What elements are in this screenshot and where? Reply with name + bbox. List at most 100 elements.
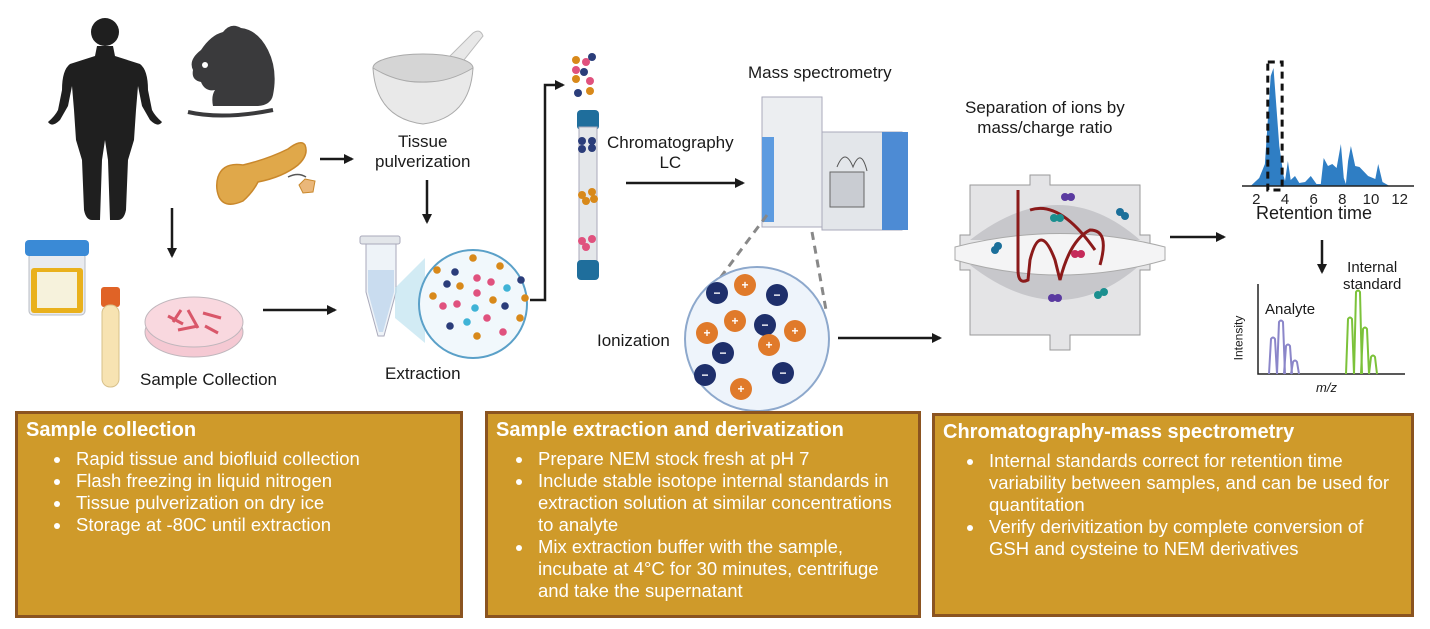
x-tick-label: 10 xyxy=(1363,191,1380,208)
molecule-dot xyxy=(433,266,441,274)
bullet: Storage at -80C until extraction xyxy=(72,514,452,536)
analyte-peak xyxy=(1268,336,1278,375)
molecule-dot xyxy=(443,280,451,288)
positive-ion: + xyxy=(734,274,756,296)
human-silhouette-icon xyxy=(48,18,162,220)
ion-trap-analyzer-icon xyxy=(954,174,1166,351)
molecule-dot xyxy=(578,237,586,245)
molecule-dot xyxy=(582,58,590,66)
positive-ion: + xyxy=(758,334,780,356)
molecule-dot xyxy=(578,145,586,153)
molecule-dot xyxy=(516,314,524,322)
x-tick-label: 12 xyxy=(1391,191,1408,208)
chromatography-ms-box: Chromatography-mass spectrometry Interna… xyxy=(932,413,1414,617)
molecule-dot xyxy=(499,328,507,336)
svg-text:+: + xyxy=(791,324,798,338)
internal-standard-peak xyxy=(1345,316,1355,375)
internal-standard-peak xyxy=(1353,289,1363,375)
svg-text:−: − xyxy=(719,346,726,360)
molecule-dot xyxy=(572,75,580,83)
molecule-dot xyxy=(578,191,586,199)
analyte-peak xyxy=(1276,319,1286,375)
svg-text:−: − xyxy=(779,366,786,380)
ionization-label: Ionization xyxy=(597,331,670,350)
molecule-dot xyxy=(473,274,481,282)
molecule-dot xyxy=(469,254,477,262)
molecule-dot xyxy=(586,87,594,95)
molecule-dot xyxy=(578,137,586,145)
svg-text:+: + xyxy=(737,382,744,396)
molecule-dot xyxy=(451,268,459,276)
extraction-molecules-zoom xyxy=(395,249,529,359)
bullet: Tissue pulverization on dry ice xyxy=(72,492,452,514)
analyte-label: Analyte xyxy=(1265,301,1316,318)
molecule-dot xyxy=(588,137,596,145)
x-tick-label: 8 xyxy=(1338,191,1346,208)
bullet: Internal standards correct for retention… xyxy=(985,450,1403,516)
bullet: Mix extraction buffer with the sample, i… xyxy=(534,536,910,602)
molecule-dot xyxy=(439,302,447,310)
microcentrifuge-tube-icon xyxy=(359,235,401,337)
molecule-dot xyxy=(574,89,582,97)
molecule-dot xyxy=(487,278,495,286)
negative-ion: − xyxy=(772,362,794,384)
analyte-peak xyxy=(1290,359,1300,375)
urine-cup-icon xyxy=(25,240,89,316)
positive-ion: + xyxy=(724,310,746,332)
molecule-dot xyxy=(473,332,481,340)
positive-ion: + xyxy=(784,320,806,342)
molecule-dot xyxy=(588,53,596,61)
sample-collection-label: Sample Collection xyxy=(140,370,278,389)
negative-ion: − xyxy=(712,342,734,364)
negative-ion: − xyxy=(766,284,788,306)
svg-text:+: + xyxy=(731,314,738,328)
molecule-dot xyxy=(580,68,588,76)
extraction-derivatization-box: Sample extraction and derivatization Pre… xyxy=(485,411,921,618)
internal-standard-label: Internal standard xyxy=(1343,259,1402,293)
chromatogram-trace xyxy=(1250,68,1390,186)
svg-text:+: + xyxy=(703,326,710,340)
molecule-dot xyxy=(521,294,529,302)
molecule-dot xyxy=(590,195,598,203)
x-tick-label: 6 xyxy=(1309,191,1317,208)
positive-ion: + xyxy=(730,378,752,400)
blood-tube-icon xyxy=(101,287,120,388)
bullet: Verify derivitization by complete conver… xyxy=(985,516,1403,560)
molecule-dot xyxy=(501,302,509,310)
x-tick-label: 4 xyxy=(1281,191,1289,208)
molecule-dot xyxy=(582,197,590,205)
molecule-dot xyxy=(517,276,525,284)
pancreas-icon xyxy=(215,142,316,205)
svg-text:+: + xyxy=(741,278,748,292)
molecule-dot xyxy=(496,262,504,270)
mz-axis-label: m/z xyxy=(1316,380,1337,395)
mass-spectrometry-label: Mass spectrometry xyxy=(748,63,892,82)
box-title: Sample extraction and derivatization xyxy=(496,419,844,441)
box-title: Sample collection xyxy=(26,419,197,441)
molecule-dot xyxy=(453,300,461,308)
bullet: Include stable isotope internal standard… xyxy=(534,470,910,536)
molecule-dot xyxy=(446,322,454,330)
box-title: Chromatography-mass spectrometry xyxy=(943,421,1295,443)
ionization-zoom-circle: −+−+−+++−−+− xyxy=(684,266,830,412)
svg-text:−: − xyxy=(701,368,708,382)
sample-collection-box: Sample collection Rapid tissue and biofl… xyxy=(15,411,463,618)
negative-ion: − xyxy=(754,314,776,336)
mortar-pestle-icon xyxy=(372,30,484,125)
box-bullets: Internal standards correct for retention… xyxy=(943,450,1403,560)
mouse-icon xyxy=(187,25,275,118)
svg-text:+: + xyxy=(765,338,772,352)
molecule-dot xyxy=(503,284,511,292)
highlight-box xyxy=(1266,60,1284,192)
tissue-pulverization-label: Tissue pulverization xyxy=(375,132,471,171)
separation-label: Separation of ions by mass/charge ratio xyxy=(965,98,1125,137)
arrow-extraction-to-column xyxy=(530,80,565,302)
mass-spectrometer-icon xyxy=(761,96,908,231)
lc-column-icon xyxy=(572,53,599,280)
bullet: Prepare NEM stock fresh at pH 7 xyxy=(534,448,910,470)
molecule-dot xyxy=(489,296,497,304)
svg-text:−: − xyxy=(773,288,780,302)
x-tick-label: 2 xyxy=(1252,191,1260,208)
bullet: Flash freezing in liquid nitrogen xyxy=(72,470,452,492)
